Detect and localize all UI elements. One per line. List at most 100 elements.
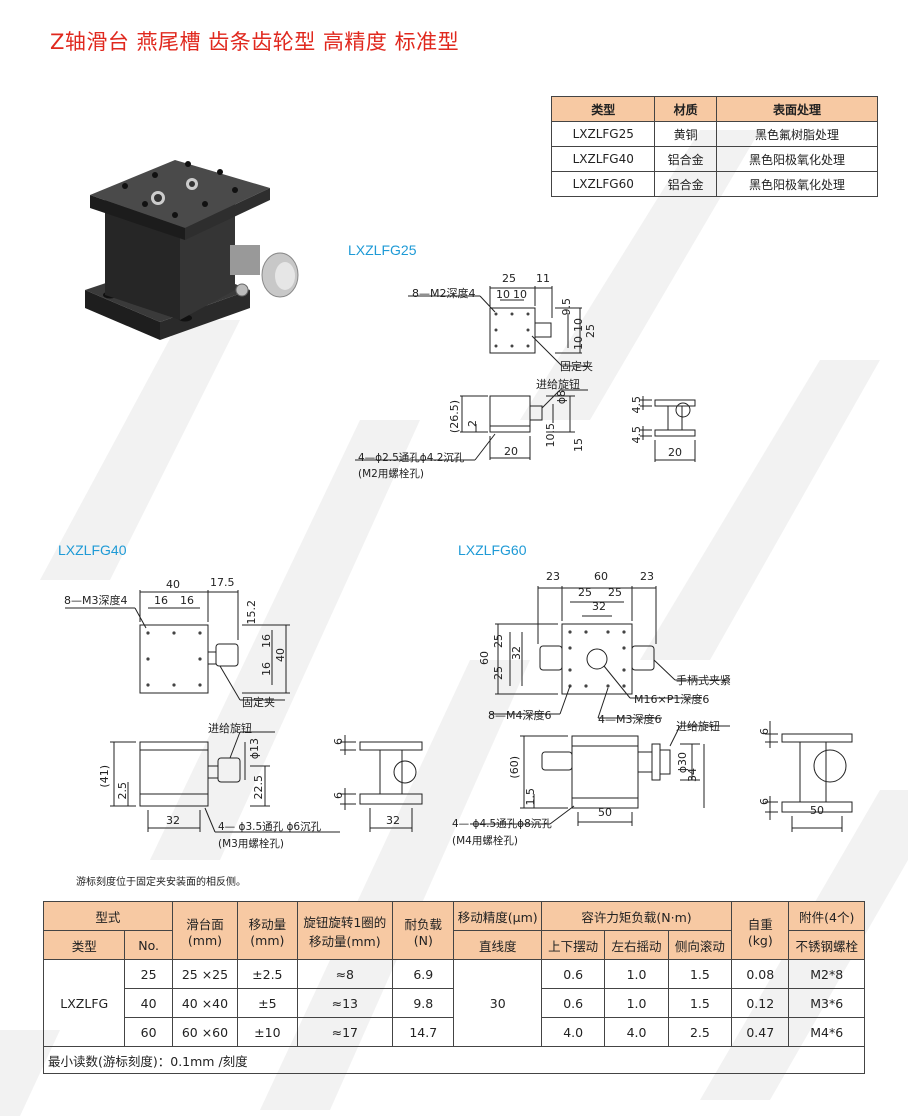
dim-text: 4.5 [630, 396, 643, 414]
spec-header-straightness: 直线度 [453, 930, 542, 960]
dim-text: 8—M3深度4 [64, 594, 128, 607]
spec-header-weight: 自重(kg) [731, 901, 790, 960]
material-cell: LXZLFG25 [550, 121, 656, 147]
spec-header-face: 滑台面(mm) [171, 901, 239, 960]
dim-text: 50 [598, 806, 612, 819]
dim-text: 进给旋钮 [676, 720, 720, 733]
spec-cell: 9.8 [392, 988, 455, 1018]
dim-text: 9.5 [560, 298, 573, 316]
dim-text: 6 [758, 798, 771, 805]
spec-header-accuracy: 移动精度(μm) [453, 901, 542, 931]
dim-text: 40 [166, 578, 180, 591]
dim-text: M16×P1深度6 [634, 693, 710, 706]
spec-cell: 4.0 [604, 1017, 669, 1047]
dim-text: 11 [536, 272, 550, 285]
spec-cell: 1.5 [667, 988, 733, 1018]
spec-header-type: 类型 [42, 930, 126, 960]
lxzlfg40-drawing [65, 590, 423, 833]
material-cell: 黑色阳极氧化处理 [715, 171, 879, 197]
dim-text: 8—M4深度6 [488, 709, 552, 722]
spec-cell: 40 ×40 [171, 988, 239, 1018]
spec-cell: ±10 [237, 1017, 298, 1047]
dim-text: 6 [758, 728, 771, 735]
material-cell: LXZLFG40 [550, 146, 656, 172]
dim-text: 4— ϕ3.5通孔 ϕ6沉孔 [218, 821, 322, 833]
spec-header-load: 耐负载(N) [392, 901, 455, 960]
spec-header-accessory: 附件(4个) [788, 901, 865, 931]
dim-text: 20 [504, 445, 518, 458]
spec-cell: 60 [124, 1017, 173, 1047]
dim-text: 25 [578, 586, 592, 599]
lxzlfg60-drawing [470, 586, 853, 832]
dim-text: 23 [546, 570, 560, 583]
spec-cell: 2.5 [667, 1017, 733, 1047]
lxzlfg25-drawing [355, 286, 696, 462]
dim-text: 34 [686, 768, 699, 782]
dim-text: 32 [510, 646, 523, 660]
spec-header-no: No. [124, 930, 173, 960]
dim-text: 进给旋钮 [536, 378, 580, 391]
spec-cell: 4.0 [540, 1017, 606, 1047]
dim-text: 16 [180, 594, 194, 607]
dim-text: 32 [592, 600, 606, 613]
lxzlfg40-dims: 40 17.5 8—M3深度4 16 16 15.2 16 16 40 固定夹 … [40, 570, 440, 860]
material-header-material: 材质 [654, 96, 717, 122]
spec-cell: ≈8 [296, 959, 394, 989]
dim-text: 16 [260, 634, 273, 648]
dim-text: 16 [154, 594, 168, 607]
dim-text: 20 [668, 446, 682, 459]
z-axis-stage-photo-icon [85, 160, 299, 340]
dim-text: 4— ϕ4.5通孔ϕ8沉孔 [452, 818, 552, 830]
spec-cell: 25 ×25 [171, 959, 239, 989]
spec-cell: 6.9 [392, 959, 455, 989]
spec-table: 型式 滑台面(mm) 移动量(mm) 旋钮旋转1圈的移动量(mm) 耐负载(N)… [42, 901, 865, 1074]
dim-text: 固定夹 [242, 696, 275, 709]
dim-text: (M3用螺栓孔) [218, 838, 284, 850]
dim-text: 6 [332, 738, 345, 745]
spec-header-knob: 旋钮旋转1圈的移动量(mm) [296, 901, 394, 960]
spec-cell: 1.0 [604, 988, 669, 1018]
table-row: LXZLFG40 铝合金 黑色阳极氧化处理 [550, 146, 879, 172]
spec-note: 最小读数(游标刻度)：0.1mm /刻度 [43, 1046, 865, 1074]
spec-cell: M3*6 [788, 988, 865, 1018]
dim-text: 15 [572, 438, 585, 452]
spec-cell: 1.0 [604, 959, 669, 989]
dim-text: 17.5 [210, 576, 235, 589]
material-cell: 黑色氟树脂处理 [715, 121, 879, 147]
spec-header-m2: 左右摇动 [604, 930, 669, 960]
spec-header-travel: 移动量(mm) [237, 901, 298, 960]
dim-text: 4—M3深度6 [598, 713, 662, 726]
dim-text: 2.5 [116, 782, 129, 800]
dim-text: 10 [496, 288, 510, 301]
spec-cell: 0.6 [540, 988, 606, 1018]
dim-text: 10 [572, 336, 585, 350]
spec-cell: 0.47 [731, 1017, 790, 1047]
dim-text: 25 [584, 324, 597, 338]
dim-text: 25 [502, 272, 516, 285]
dim-text: (60) [508, 756, 521, 779]
dim-text: 23 [640, 570, 654, 583]
dim-text: 60 [594, 570, 608, 583]
spec-header-moment: 容许力矩负载(N·m) [540, 901, 733, 931]
material-cell: 铝合金 [654, 146, 717, 172]
dim-text: 22.5 [252, 775, 265, 800]
dim-text: (26.5) [448, 400, 461, 434]
material-header-surface: 表面处理 [715, 96, 879, 122]
dim-text: 1.5 [524, 788, 537, 806]
dim-text: 16 [260, 662, 273, 676]
dim-text: 25 [608, 586, 622, 599]
spec-straightness-cell: 30 [453, 959, 542, 1047]
material-cell: LXZLFG60 [550, 171, 656, 197]
spec-cell: 40 [124, 988, 173, 1018]
lxzlfg25-label: LXZLFG25 [348, 242, 417, 258]
dim-text: 60 [478, 651, 491, 665]
dim-text: (M4用螺栓孔) [452, 835, 518, 847]
spec-cell: M2*8 [788, 959, 865, 989]
dim-text: 32 [386, 814, 400, 827]
dim-text: 4—ϕ2.5通孔ϕ4.2沉孔 [358, 452, 465, 464]
dim-text: 2 [466, 420, 479, 427]
dim-text: 40 [274, 648, 287, 662]
table-row: LXZLFG 25 25 ×25 ±2.5 ≈8 6.9 30 0.6 1.0 … [42, 959, 865, 1047]
material-cell: 黑色阳极氧化处理 [715, 146, 879, 172]
table-row: LXZLFG25 黄铜 黑色氟树脂处理 [550, 121, 879, 147]
